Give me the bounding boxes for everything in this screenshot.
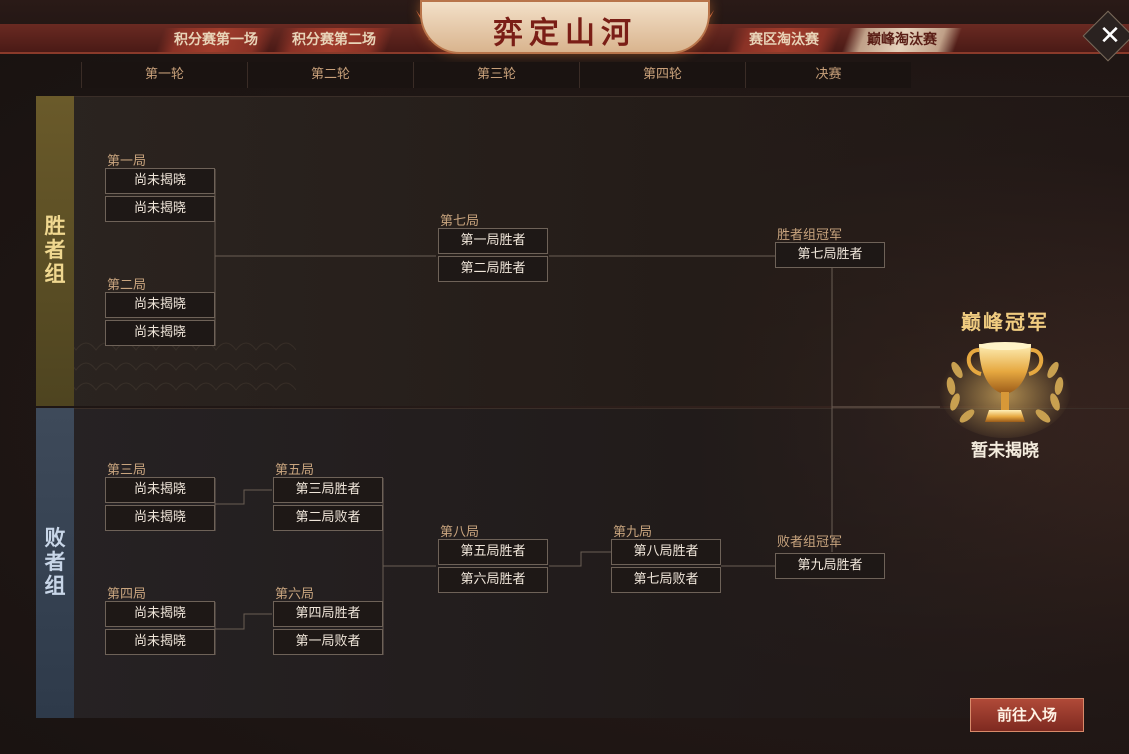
match-6-slot-b[interactable]: 第一局败者 <box>273 629 383 655</box>
match-9-slot-b[interactable]: 第七局败者 <box>611 567 721 593</box>
match-4-label: 第四局 <box>107 587 147 602</box>
round-header-final: 决赛 <box>745 62 911 88</box>
match-5-slot-a[interactable]: 第三局胜者 <box>273 477 383 503</box>
trophy-icon <box>939 342 1071 438</box>
match-2-slot-a[interactable]: 尚未揭晓 <box>105 292 215 318</box>
losers-champion-slot[interactable]: 第九局胜者 <box>775 553 885 579</box>
match-9-label: 第九局 <box>613 525 653 540</box>
winners-panel <box>36 96 1129 406</box>
losers-panel <box>36 408 1129 718</box>
losers-group-label: 败者组 <box>44 525 66 598</box>
match-1-label: 第一局 <box>107 154 147 169</box>
round-header-4: 第四轮 <box>579 62 745 88</box>
match-5-slot-b[interactable]: 第二局败者 <box>273 505 383 531</box>
match-5-label: 第五局 <box>275 463 315 478</box>
match-2-slot-b[interactable]: 尚未揭晓 <box>105 320 215 346</box>
match-8-label: 第八局 <box>440 525 480 540</box>
winners-champion-label: 胜者组冠军 <box>777 228 843 243</box>
round-header-2: 第二轮 <box>247 62 413 88</box>
close-icon[interactable]: ✕ <box>1099 21 1121 51</box>
losers-champion-label: 败者组冠军 <box>777 535 843 550</box>
round-header-3: 第三轮 <box>413 62 579 88</box>
match-2-label: 第二局 <box>107 278 147 293</box>
match-6-label: 第六局 <box>275 587 315 602</box>
round-header-bar <box>81 62 911 88</box>
peak-champion-title: 巅峰冠军 <box>961 310 1049 334</box>
match-3-label: 第三局 <box>107 463 147 478</box>
winners-group-label: 胜者组 <box>44 213 66 286</box>
champion-status: 暂未揭晓 <box>971 441 1039 461</box>
losers-group-bar <box>36 408 74 718</box>
match-7-label: 第七局 <box>440 214 480 229</box>
winners-champion-slot[interactable]: 第七局胜者 <box>775 242 885 268</box>
match-1-slot-b[interactable]: 尚未揭晓 <box>105 196 215 222</box>
match-3-slot-b[interactable]: 尚未揭晓 <box>105 505 215 531</box>
winners-group-bar <box>36 96 74 406</box>
enter-arena-button[interactable]: 前往入场 <box>970 698 1084 732</box>
match-4-slot-a[interactable]: 尚未揭晓 <box>105 601 215 627</box>
match-9-slot-a[interactable]: 第八局胜者 <box>611 539 721 565</box>
match-1-slot-a[interactable]: 尚未揭晓 <box>105 168 215 194</box>
match-3-slot-a[interactable]: 尚未揭晓 <box>105 477 215 503</box>
round-header-1: 第一轮 <box>81 62 247 88</box>
match-8-slot-b[interactable]: 第六局胜者 <box>438 567 548 593</box>
page-title: 弈定山河 <box>493 16 637 51</box>
match-6-slot-a[interactable]: 第四局胜者 <box>273 601 383 627</box>
match-8-slot-a[interactable]: 第五局胜者 <box>438 539 548 565</box>
match-7-slot-b[interactable]: 第二局胜者 <box>438 256 548 282</box>
match-4-slot-b[interactable]: 尚未揭晓 <box>105 629 215 655</box>
match-7-slot-a[interactable]: 第一局胜者 <box>438 228 548 254</box>
